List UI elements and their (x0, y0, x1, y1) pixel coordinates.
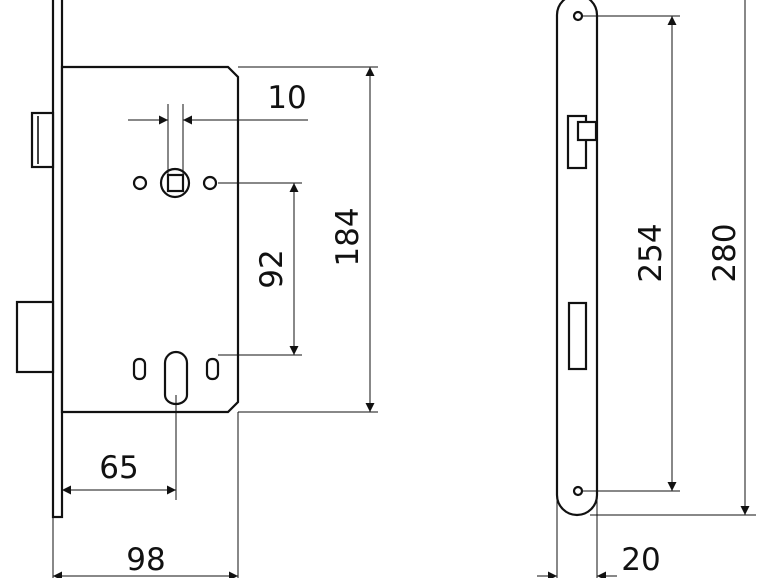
latch-bolt (30, 111, 55, 169)
faceplate (555, 0, 599, 517)
dimension-body-98: 98 (52, 412, 239, 578)
spindle-square-hole (166, 173, 185, 193)
cylinder-keyhole (163, 350, 189, 406)
dimension-plate-height: 280 (590, 0, 756, 516)
dim-label-65: 65 (99, 450, 138, 486)
dim-label-92: 92 (254, 249, 290, 288)
faceplate-hole-top (572, 10, 584, 22)
dimension-backset-92: 92 (218, 182, 302, 356)
dim-label-184: 184 (330, 207, 366, 266)
dimension-hole-spacing: 254 (582, 15, 680, 492)
faceplate-edge (51, 0, 64, 519)
screw-hole-right (202, 175, 218, 191)
dimension-plate-width: 20 (537, 542, 661, 578)
dim-label-280: 280 (707, 223, 743, 282)
dim-label-98: 98 (126, 542, 165, 578)
lock-case (60, 65, 240, 414)
bolt-opening (567, 301, 588, 371)
dimension-square-width: 10 (128, 80, 308, 175)
slot-right (205, 357, 220, 381)
dim-label-10: 10 (267, 80, 306, 116)
dimension-backset-65: 65 (62, 395, 177, 500)
front-view: 10 92 184 65 98 (15, 0, 378, 578)
dim-label-254: 254 (633, 223, 669, 282)
dim-label-20: 20 (621, 542, 660, 578)
faceplate-hole-bottom (572, 485, 584, 497)
screw-hole-left (132, 175, 148, 191)
slot-left (132, 357, 147, 381)
dead-bolt (15, 300, 55, 374)
side-view: 254 280 20 (537, 0, 756, 578)
dimension-case-height: 184 (238, 66, 378, 413)
